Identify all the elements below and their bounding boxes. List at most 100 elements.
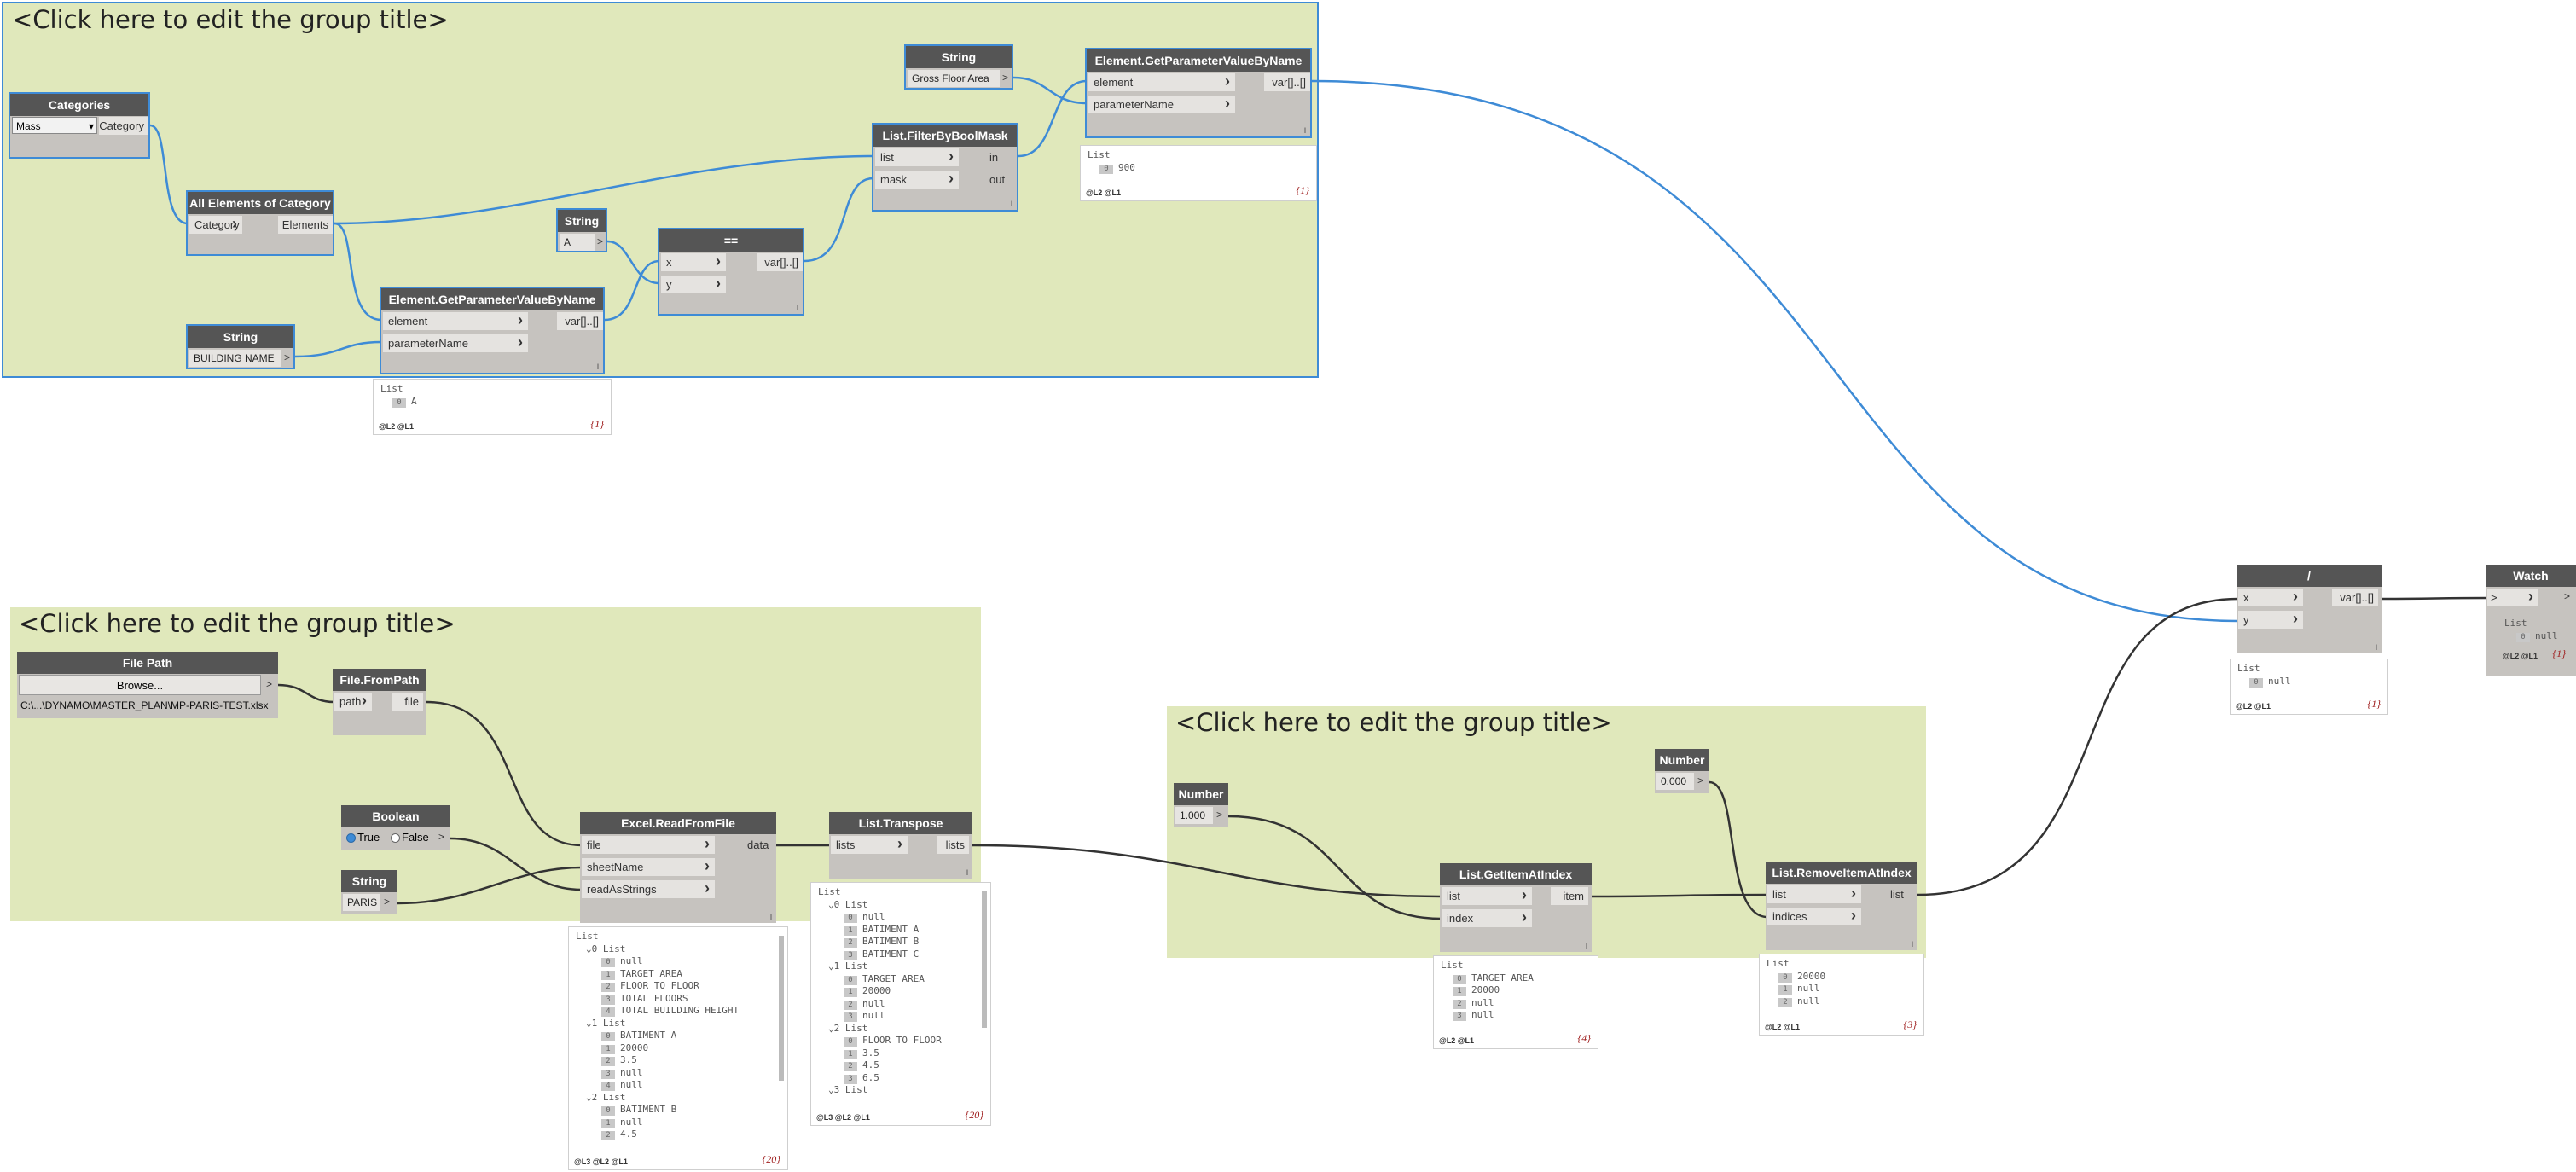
input-port-category[interactable]: Category [189,215,242,234]
output-port-category[interactable]: Category [99,117,148,135]
output-port-out[interactable]: out [989,173,1006,186]
output-port-string[interactable]: > [1002,72,1009,84]
number-value[interactable]: 0.000 [1656,773,1694,790]
node-list-transpose[interactable]: List.Transpose lists lists l [829,812,972,879]
input-port-y[interactable]: y [2238,610,2303,629]
output-port-data[interactable]: data [747,838,769,851]
node-divide[interactable]: / x y var[]..[] l [2237,565,2382,653]
node-list-filter-by-bool-mask[interactable]: List.FilterByBoolMask list mask in out l [872,123,1018,212]
output-port-elements[interactable]: Elements [278,216,333,234]
lacing-indicator[interactable]: l [1011,200,1012,208]
output-port-list[interactable]: list [1890,888,1904,901]
input-port-x[interactable]: x [2238,588,2303,606]
node-list-get-item-at-index[interactable]: List.GetItemAtIndex list index item l [1440,863,1592,952]
node-file-path[interactable]: File Path Browse... > C:\...\DYNAMO\MAST… [17,652,278,718]
radio-true[interactable]: True [346,829,380,846]
input-port-element[interactable]: element [383,311,528,330]
scrollbar[interactable] [779,936,784,1081]
string-value[interactable]: A [560,234,595,251]
output-port-string[interactable]: > [284,351,291,363]
radio-false[interactable]: False [391,829,429,846]
input-port-indices[interactable]: indices [1767,907,1861,925]
string-value[interactable]: Gross Floor Area [908,70,1000,87]
group-title[interactable]: <Click here to edit the group title> [1175,708,1612,737]
node-string-a[interactable]: String A > [556,208,607,252]
output-port-in[interactable]: in [989,151,999,164]
lacing-indicator[interactable]: l [797,304,798,312]
collapse-arrow-icon[interactable]: ⌄2 [586,1091,603,1103]
collapse-arrow-icon[interactable]: ⌄1 [828,960,845,972]
collapse-arrow-icon[interactable]: ⌄0 [586,943,603,954]
input-port-sheet-name[interactable]: sheetName [582,857,715,876]
list-levels[interactable]: @L2 @L1 [379,422,415,431]
node-all-elements-of-category[interactable]: All Elements of Category Category Elemen… [186,190,334,256]
output-port-var[interactable]: var[]..[] [557,312,603,330]
group-title[interactable]: <Click here to edit the group title> [12,5,449,34]
list-levels[interactable]: @L2 @L1 [2503,652,2538,660]
node-boolean[interactable]: Boolean True False > [341,805,450,850]
list-levels[interactable]: @L2 @L1 [1086,189,1122,197]
node-list-remove-item-at-index[interactable]: List.RemoveItemAtIndex list indices list… [1766,862,1917,950]
output-port-lists[interactable]: lists [937,836,969,854]
browse-button[interactable]: Browse... [19,675,261,695]
node-number-0[interactable]: Number 0.000 > [1655,749,1709,793]
collapse-arrow-icon[interactable]: ⌄2 [828,1022,845,1034]
input-port-x[interactable]: x [661,252,726,271]
output-port-item[interactable]: item [1551,887,1588,905]
list-levels[interactable]: @L3 @L2 @L1 [574,1157,628,1166]
input-port-list[interactable]: list [1442,886,1532,905]
lacing-indicator[interactable]: l [1912,940,1913,949]
input-port-parameter-name[interactable]: parameterName [383,334,528,352]
node-string-gross-floor-area[interactable]: String Gross Floor Area > [904,44,1013,90]
node-get-parameter-value-by-name[interactable]: Element.GetParameterValueByName element … [1085,48,1312,138]
output-port-number[interactable]: > [1697,775,1704,786]
node-string-building-name[interactable]: String BUILDING NAME > [186,324,295,369]
lacing-indicator[interactable]: l [966,868,968,877]
input-port-index[interactable]: index [1442,908,1532,927]
output-port-string[interactable]: > [597,235,604,247]
output-port-var[interactable]: var[]..[] [2332,589,2378,606]
node-file-from-path[interactable]: File.FromPath path file [333,669,426,735]
lacing-indicator[interactable]: l [1586,942,1587,950]
input-port-lists[interactable]: lists [831,835,908,854]
node-categories[interactable]: Categories Mass Category [9,92,150,159]
list-levels[interactable]: @L2 @L1 [2236,702,2271,711]
collapse-arrow-icon[interactable]: ⌄0 [828,898,845,910]
output-port-number[interactable]: > [1216,809,1223,821]
string-value[interactable]: BUILDING NAME [189,350,281,367]
collapse-arrow-icon[interactable]: ⌄3 [828,1084,845,1095]
input-port-read-as-strings[interactable]: readAsStrings [582,879,715,898]
number-value[interactable]: 1.000 [1175,807,1213,824]
output-port-var[interactable]: var[]..[] [757,253,803,271]
node-equals[interactable]: == x y var[]..[] l [658,228,804,316]
output-port-path[interactable]: > [266,678,273,690]
category-dropdown[interactable]: Mass [12,117,97,135]
node-excel-read-from-file[interactable]: Excel.ReadFromFile file sheetName readAs… [580,812,776,923]
output-port-watch[interactable]: > [2564,590,2571,602]
lacing-indicator[interactable]: l [1304,126,1306,135]
node-number-1[interactable]: Number 1.000 > [1174,783,1228,827]
group-title[interactable]: <Click here to edit the group title> [19,609,455,638]
input-port-file[interactable]: file [582,835,715,854]
lacing-indicator[interactable]: l [770,913,772,921]
lacing-indicator[interactable]: l [2376,643,2377,652]
output-port-file[interactable]: file [392,693,423,711]
lacing-indicator[interactable]: l [597,363,599,371]
input-port-list[interactable]: list [875,148,959,166]
string-value[interactable]: PARIS [343,894,380,911]
list-levels[interactable]: @L2 @L1 [1765,1023,1801,1031]
list-levels[interactable]: @L3 @L2 @L1 [816,1113,870,1122]
output-port-boolean[interactable]: > [438,831,445,843]
input-port-parameter-name[interactable]: parameterName [1088,95,1235,113]
input-port-mask[interactable]: mask [875,170,959,189]
output-port-var[interactable]: var[]..[] [1264,73,1310,91]
